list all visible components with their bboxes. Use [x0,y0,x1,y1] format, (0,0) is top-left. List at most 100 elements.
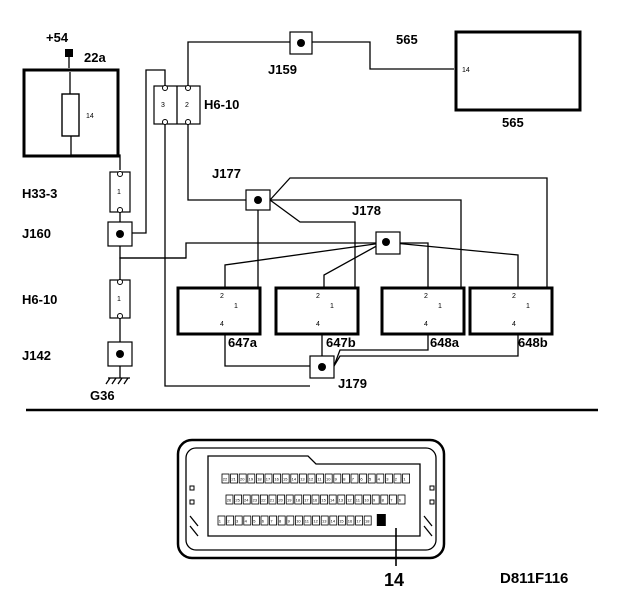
connector-pin-row1-9 [333,473,342,484]
connector-pin-row3-1 [217,515,226,526]
connector-pin-row1-20 [238,473,247,484]
connector-pin-label: 26 [227,498,232,503]
injector-648b-pin1: 1 [526,303,530,310]
connector-pin-label: 10 [296,519,301,524]
ecu-top-label: 565 [396,32,418,47]
connector-pin-row1-22 [221,473,230,484]
injector-648b-pin2: 2 [512,293,516,300]
connector-pin-label: 12 [347,498,352,503]
connector-pin-label: 8 [343,477,346,482]
connector-pin-label: 20 [278,498,283,503]
h6-pin2-label: 2 [185,102,189,109]
connector-pin-row2-7 [388,494,397,505]
connector-pin-label: 19 [287,498,292,503]
j160-label: J160 [22,226,51,241]
ecu-bottom-label: 565 [502,115,524,130]
connector-pin-label: 13 [339,498,344,503]
j159-splice [289,31,313,55]
connector-pin-label: 16 [274,477,279,482]
connector-pin-row1-5 [367,473,376,484]
connector-pin-label: 11 [317,477,322,482]
ecu-box: 14 [454,30,582,112]
connector-pin-label: 8 [279,519,282,524]
connector-pin-label: 14 [384,570,404,590]
connector-pin-row2-19 [285,494,294,505]
connector-pin-row2-11 [354,494,363,505]
injector-647a-pin2: 2 [220,293,224,300]
connector-pin-label: 22 [261,498,266,503]
connector-pin-row1-11 [316,473,325,484]
connector-pin-row2-17 [302,494,311,505]
injector-647b-pin2: 2 [316,293,320,300]
connector-pin-label: 13 [322,519,327,524]
j159-label: J159 [268,62,297,77]
connector-pin-row2-26 [225,494,234,505]
connector-pin-label: 5 [253,519,256,524]
connector-pin-label: 22 [223,477,228,482]
connector-pin-row1-18 [255,473,264,484]
connector-pin-label: 4 [378,477,381,482]
h33-label: H33-3 [22,186,57,201]
connector-pin-row2-8 [380,494,389,505]
j179-splice [309,355,335,379]
connector-pin-label: 18 [257,477,262,482]
ecu-pin-label: 14 [462,67,470,74]
injector-648b-label: 648b [518,335,548,350]
injector-648a: 2 1 4 [380,286,466,336]
connector-pin-label: 7 [270,519,273,524]
j160-splice [107,221,133,247]
connector-pin-row3-5 [251,515,260,526]
connector-pin-row1-1 [402,473,411,484]
connector-pin-row3-8 [277,515,286,526]
connector-pin-label: 6 [360,477,363,482]
connector-pin-row3-15 [337,515,346,526]
connector-pin-row1-12 [307,473,316,484]
h6-lower-connector: 1 [109,279,131,319]
j142-splice [107,341,133,367]
connector-pin-row2-9 [371,494,380,505]
connector-pin-label: 25 [235,498,240,503]
connector-pin-row3-14 [329,515,338,526]
connector-pin-row3-12 [312,515,321,526]
connector-pin-row3-9 [286,515,295,526]
connector-pin-label: 14 [330,498,335,503]
connector-pin-label: 16 [348,519,353,524]
connector-pin-label: 18 [365,519,370,524]
j178-splice [375,231,401,255]
connector-pin-row2-18 [294,494,303,505]
connector-pin-row1-21 [230,473,239,484]
connector-pin-label: 7 [352,477,355,482]
injector-647b-pin4: 4 [316,321,320,328]
connector-pin-row1-2 [393,473,402,484]
connector-pin-label: 1 [403,477,406,482]
injector-647b: 2 1 4 [274,286,360,336]
j177-splice [245,189,271,211]
connector-pin-row1-8 [341,473,350,484]
connector-pin-row2-23 [251,494,260,505]
connector-pin-row2-24 [242,494,251,505]
connector-pin-row1-7 [350,473,359,484]
injector-647a-label: 647a [228,335,258,350]
connector-pin-label: 24 [244,498,249,503]
connector-pin-label: 14 [292,477,297,482]
injector-648a-label: 648a [430,335,460,350]
injector-648a-pin1: 1 [438,303,442,310]
connector-pin-row2-14 [328,494,337,505]
injector-648b: 2 1 4 [468,286,554,336]
connector-pin-label: 1 [219,519,222,524]
connector-pin-row3-7 [269,515,278,526]
connector-pin-row3-17 [355,515,364,526]
connector-pin-label: 15 [339,519,344,524]
connector-pin-row1-13 [298,473,307,484]
connector-pin-label: 17 [356,519,361,524]
connector-pin-label: 17 [304,498,309,503]
connector-pin-label: 15 [321,498,326,503]
connector-pin-label: 14 [331,519,336,524]
connector-pin-row2-12 [345,494,354,505]
connector-pin-row1-4 [376,473,385,484]
diagram-code: D811F116 [500,570,568,587]
fuse-box: 14 [22,68,120,158]
connector-pin-row2-6 [397,494,406,505]
connector-pin-row3-6 [260,515,269,526]
